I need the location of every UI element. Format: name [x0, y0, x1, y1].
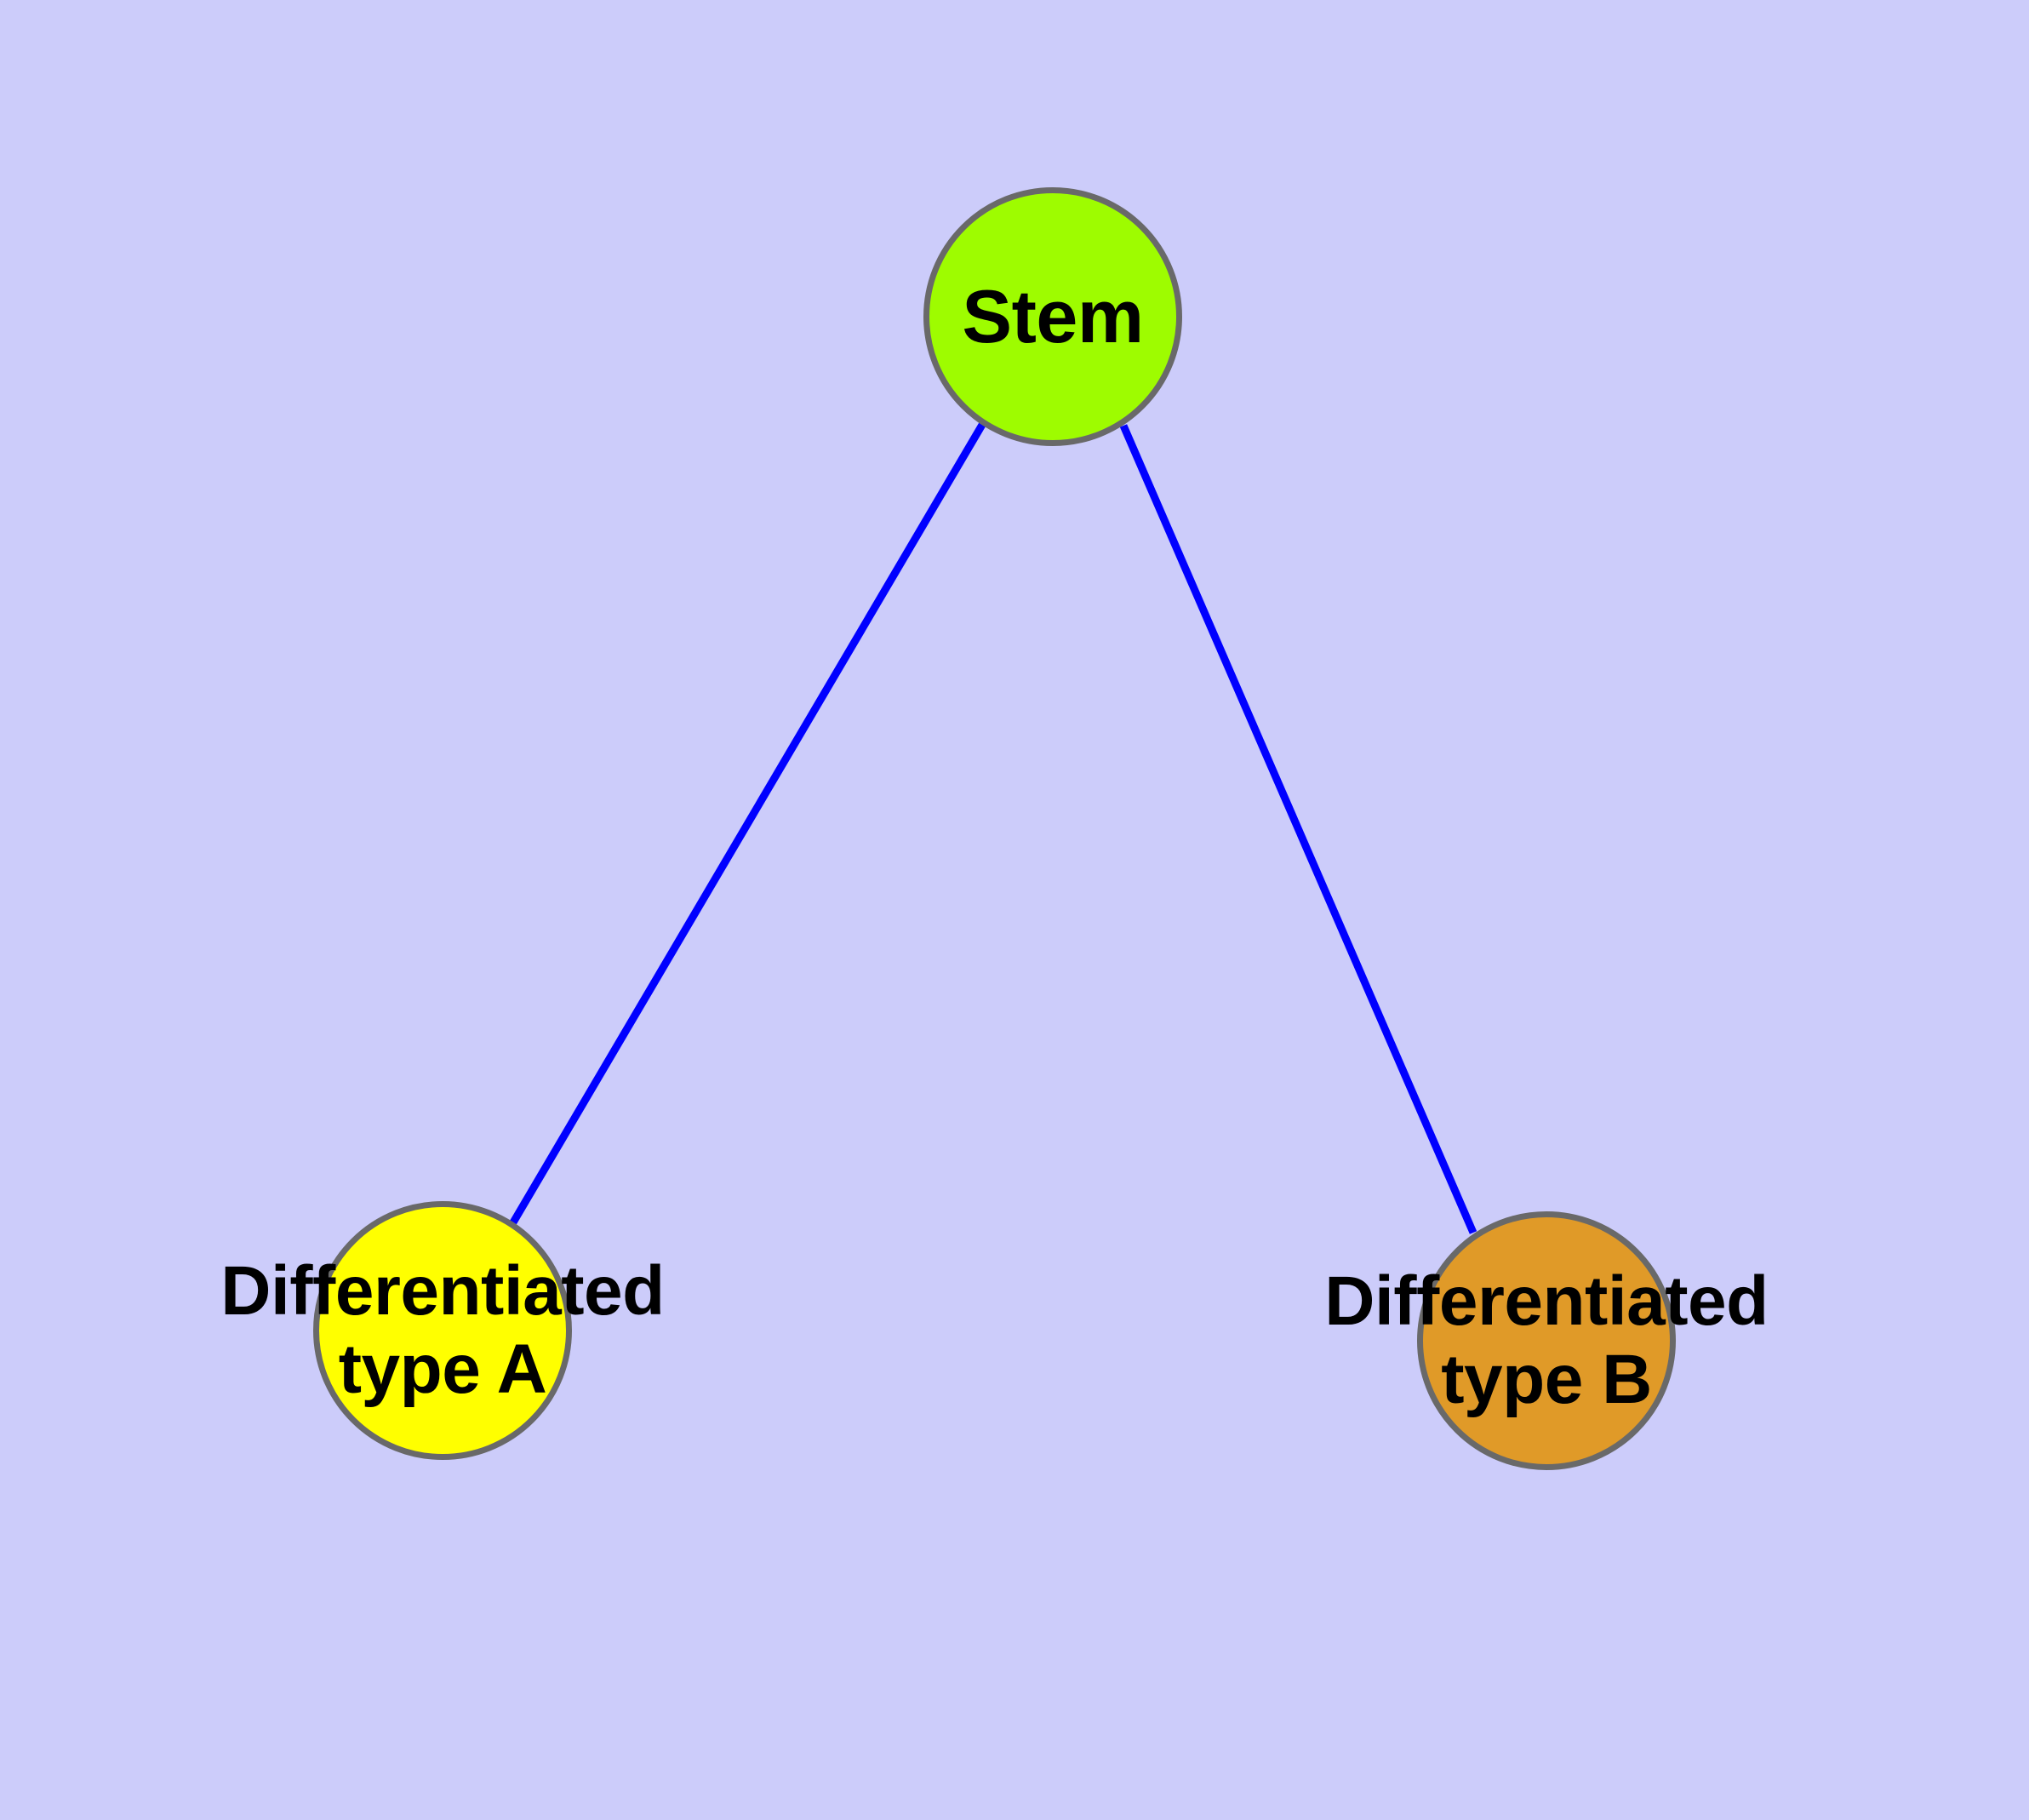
node-label-stem: Stem [962, 273, 1144, 358]
edge-stem-to-diff-b[interactable] [1119, 424, 1477, 1234]
node-differentiated-type-b[interactable] [1417, 1211, 1676, 1470]
node-stem[interactable] [923, 187, 1182, 446]
node-label-differentiated-type-a: Differentiated type A [220, 1252, 665, 1408]
edge-stem-to-diff-a[interactable] [510, 422, 986, 1225]
node-label-differentiated-type-b: Differentiated type B [1324, 1262, 1769, 1418]
node-differentiated-type-a[interactable] [313, 1201, 572, 1460]
